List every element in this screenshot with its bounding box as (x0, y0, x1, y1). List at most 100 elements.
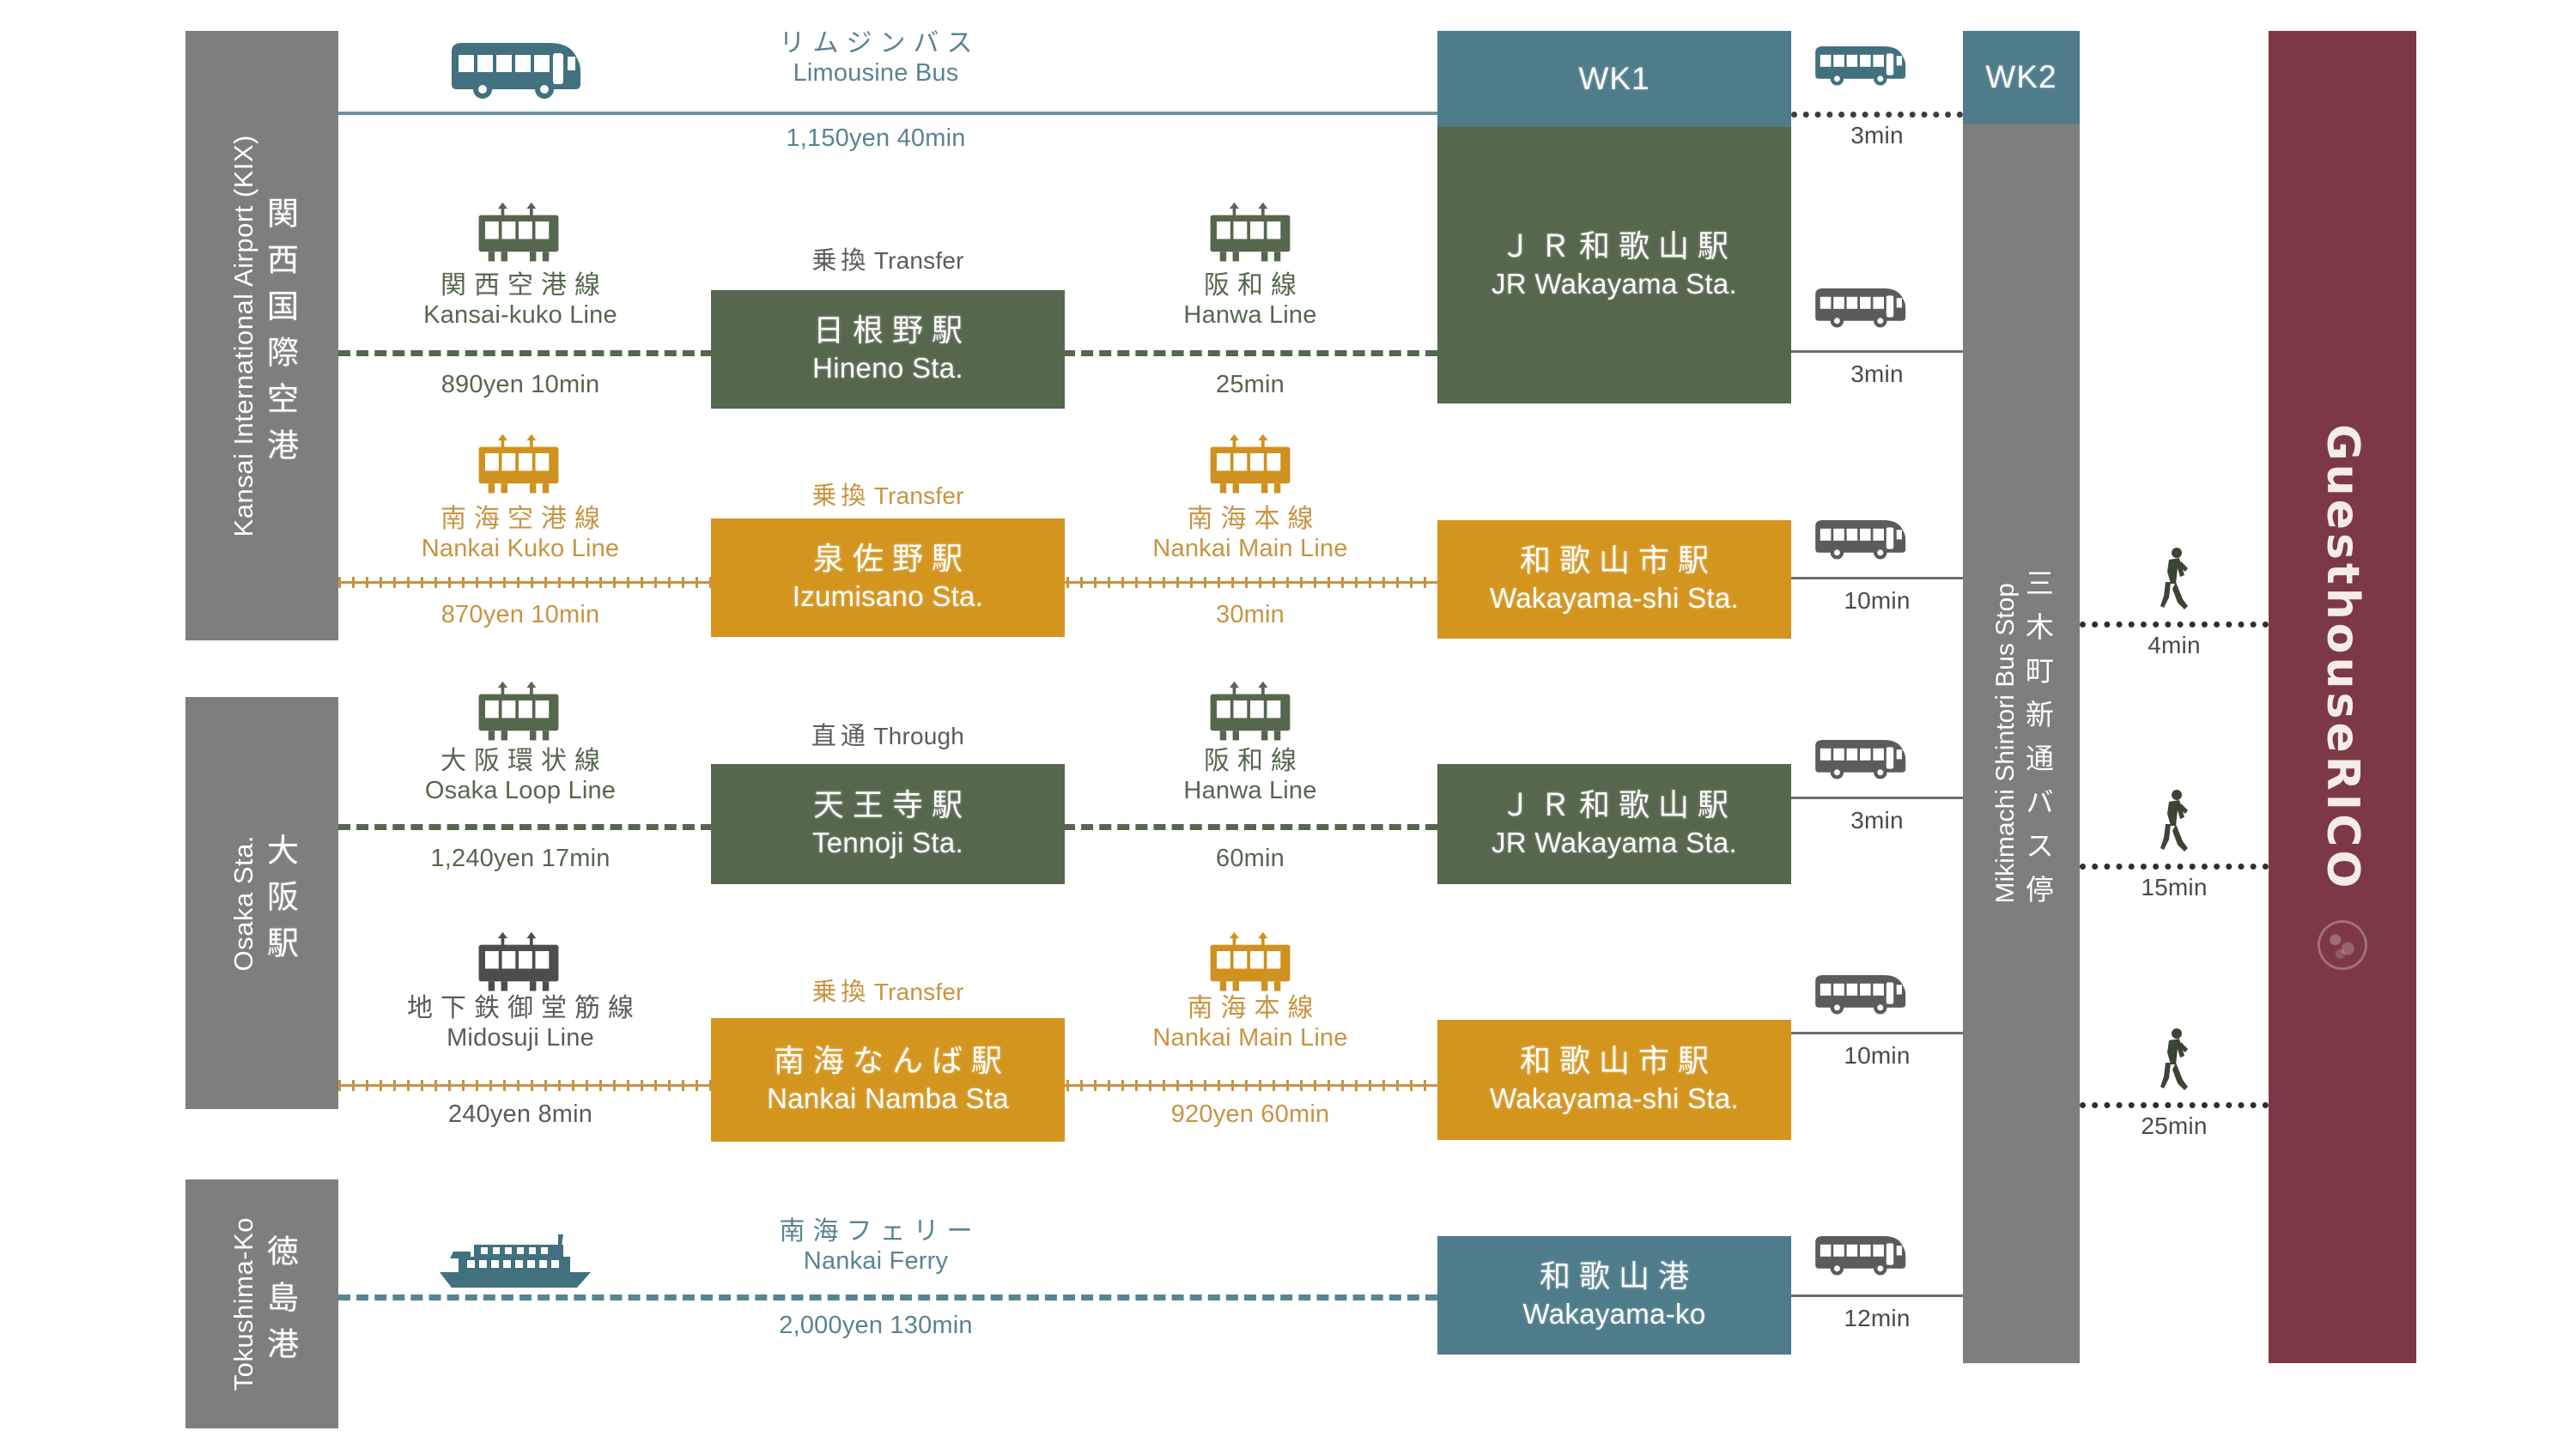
fare-midosuji: 240yen 8min (447, 1100, 593, 1128)
line-label-hanwa-1-jp: 阪和線 (1204, 270, 1304, 300)
station-hineno-jp: 日根野駅 (812, 313, 971, 349)
station-jr-wakayama-1-en: JR Wakayama Sta. (1492, 267, 1737, 300)
station-izumisano-jp: 泉佐野駅 (812, 542, 971, 578)
transfer-label-tennoji-jp: 直通 (811, 721, 870, 750)
line-label-osaka-loop: 大阪環状線 Osaka Loop Line (361, 747, 680, 805)
line-label-hanwa-1-en: Hanwa Line (1183, 301, 1317, 329)
fare-nankai-kuko: 870yen 10min (440, 601, 600, 628)
bus-icon (1812, 735, 1908, 781)
transfer-label-tennoji: 直通 Through (711, 723, 1065, 749)
bus-leg-minutes-wakayama-shi-1: 10min (1844, 587, 1911, 614)
station-wakayama-shi-1-en: Wakayama-shi Sta. (1490, 581, 1739, 614)
transfer-label-izumisano-en: Transfer (873, 482, 964, 509)
line-label-midosuji: 地下鉄御堂筋線 Midosuji Line (347, 994, 694, 1052)
station-wakayama-shi-2: 和歌山市駅 Wakayama-shi Sta. (1437, 1020, 1791, 1140)
walking-person-icon (2157, 1027, 2193, 1094)
bus-leg-line-wakayama-shi-1 (1791, 577, 1963, 579)
bus-stop-mikimachi-jp: 三木町新通バス停 (2020, 568, 2055, 919)
station-nankai-namba-en: Nankai Namba Sta (767, 1082, 1009, 1114)
bus-leg-minutes-wk1-wk2: 3min (1850, 122, 1904, 149)
train-icon (1202, 431, 1298, 498)
train-icon (1202, 199, 1298, 266)
fare-limousine-bus: 1,150yen 40min (786, 124, 966, 152)
station-hineno: 日根野駅 Hineno Sta. (711, 290, 1065, 409)
train-icon (471, 199, 567, 266)
line-label-kansai-kuko-en: Kansai-kuko Line (423, 301, 617, 329)
origin-osaka-station: 大阪駅 Osaka Sta. (185, 697, 338, 1109)
station-jr-wakayama-2: ＪＲ和歌山駅 JR Wakayama Sta. (1437, 764, 1791, 884)
walk-leg-line-15min (2080, 864, 2269, 870)
origin-osaka-station-en: Osaka Sta. (228, 834, 258, 972)
line-label-nankai-ferry-en: Nankai Ferry (803, 1247, 949, 1275)
line-label-nankai-main-2: 南海本線 Nankai Main Line (1091, 994, 1410, 1052)
walk-leg-line-4min (2080, 621, 2269, 627)
line-label-nankai-main-1: 南海本線 Nankai Main Line (1091, 505, 1410, 563)
station-wakayama-shi-2-en: Wakayama-shi Sta. (1490, 1082, 1739, 1114)
transfer-label-tennoji-en: Through (873, 723, 965, 749)
bus-stop-mikimachi-en: Mikimachi Shintori Bus Stop (1990, 583, 2020, 904)
walk-leg-minutes-25min: 25min (2141, 1113, 2208, 1139)
line-label-kansai-kuko: 関西空港線 Kansai-kuko Line (361, 271, 680, 330)
route-line-nankai-ferry (338, 1294, 1437, 1300)
station-wakayama-ko: 和歌山港 Wakayama-ko (1437, 1236, 1791, 1355)
station-tennoji: 天王寺駅 Tennoji Sta. (711, 764, 1065, 884)
fare-hanwa-1: 25min (1216, 371, 1285, 398)
bus-icon (1812, 515, 1908, 561)
bus-leg-minutes-jr-wakayama-2: 3min (1850, 807, 1904, 834)
line-label-kansai-kuko-jp: 関西空港線 (440, 270, 608, 300)
origin-kansai-airport: 関西国際空港 Kansai International Airport (KIX… (185, 31, 338, 640)
station-wk1: WK1 (1437, 31, 1791, 127)
line-label-hanwa-2: 阪和線 Hanwa Line (1108, 747, 1393, 805)
line-label-osaka-loop-jp: 大阪環状線 (440, 746, 608, 776)
walking-person-icon (2157, 788, 2193, 855)
transfer-label-hineno-en: Transfer (873, 247, 964, 274)
station-wakayama-shi-1-jp: 和歌山市駅 (1519, 543, 1717, 579)
bus-leg-line-jr-wakayama-1 (1791, 350, 1963, 353)
line-label-nankai-kuko-jp: 南海空港線 (440, 504, 608, 534)
origin-osaka-station-jp: 大阪駅 (261, 834, 299, 973)
station-tennoji-jp: 天王寺駅 (812, 788, 971, 824)
transfer-label-izumisano-jp: 乗換 (811, 481, 871, 510)
transfer-label-hineno: 乗換 Transfer (711, 247, 1065, 273)
line-label-hanwa-2-jp: 阪和線 (1204, 746, 1304, 776)
fare-nankai-main-1: 30min (1216, 601, 1285, 628)
line-label-limousine-bus: リムジンバス Limousine Bus (678, 29, 1073, 88)
walk-leg-minutes-4min: 4min (2148, 632, 2201, 658)
station-izumisano: 泉佐野駅 Izumisano Sta. (711, 518, 1065, 637)
station-izumisano-en: Izumisano Sta. (792, 579, 984, 612)
bus-icon (1812, 970, 1908, 1016)
bus-stop-mikimachi: 三木町新通バス停 Mikimachi Shintori Bus Stop (1963, 124, 2080, 1363)
bus-icon (447, 36, 584, 101)
line-label-nankai-ferry-jp: 南海フェリー (779, 1216, 981, 1246)
bus-icon (1812, 1231, 1908, 1277)
bus-leg-minutes-wakayama-shi-2: 10min (1844, 1042, 1911, 1069)
line-label-nankai-kuko-en: Nankai Kuko Line (421, 535, 620, 562)
origin-tokushima-ko: 徳島港 Tokushima-Ko (185, 1179, 338, 1428)
line-label-nankai-kuko: 南海空港線 Nankai Kuko Line (361, 505, 680, 563)
bus-icon (1812, 41, 1908, 88)
origin-kansai-airport-en: Kansai International Airport (KIX) (228, 134, 258, 537)
bus-leg-line-jr-wakayama-2 (1791, 797, 1963, 799)
line-label-osaka-loop-en: Osaka Loop Line (424, 777, 617, 804)
bus-icon (1812, 283, 1908, 330)
line-label-limousine-bus-en: Limousine Bus (793, 59, 959, 87)
fare-kansai-kuko: 890yen 10min (440, 371, 600, 398)
route-line-limousine-bus (338, 112, 1437, 115)
bus-leg-minutes-wakayama-ko: 12min (1844, 1305, 1911, 1331)
line-label-hanwa-2-en: Hanwa Line (1183, 777, 1317, 804)
rico-seal-logo (2318, 920, 2367, 971)
station-wk2: WK2 (1963, 31, 2080, 124)
ferry-icon (429, 1231, 601, 1293)
train-icon (1202, 678, 1298, 745)
transfer-label-izumisano: 乗換 Transfer (711, 482, 1065, 508)
station-jr-wakayama-1: ＪＲ和歌山駅 JR Wakayama Sta. (1437, 127, 1791, 403)
fare-osaka-loop: 1,240yen 17min (430, 845, 611, 872)
station-nankai-namba-jp: 南海なんば駅 (773, 1044, 1011, 1080)
station-jr-wakayama-1-jp: ＪＲ和歌山駅 (1499, 229, 1737, 265)
transfer-label-namba-jp: 乗換 (811, 977, 871, 1006)
transfer-label-hineno-jp: 乗換 (811, 246, 871, 275)
walk-leg-minutes-15min: 15min (2141, 874, 2208, 900)
walking-person-icon (2157, 546, 2193, 613)
line-label-limousine-bus-jp: リムジンバス (779, 28, 981, 58)
